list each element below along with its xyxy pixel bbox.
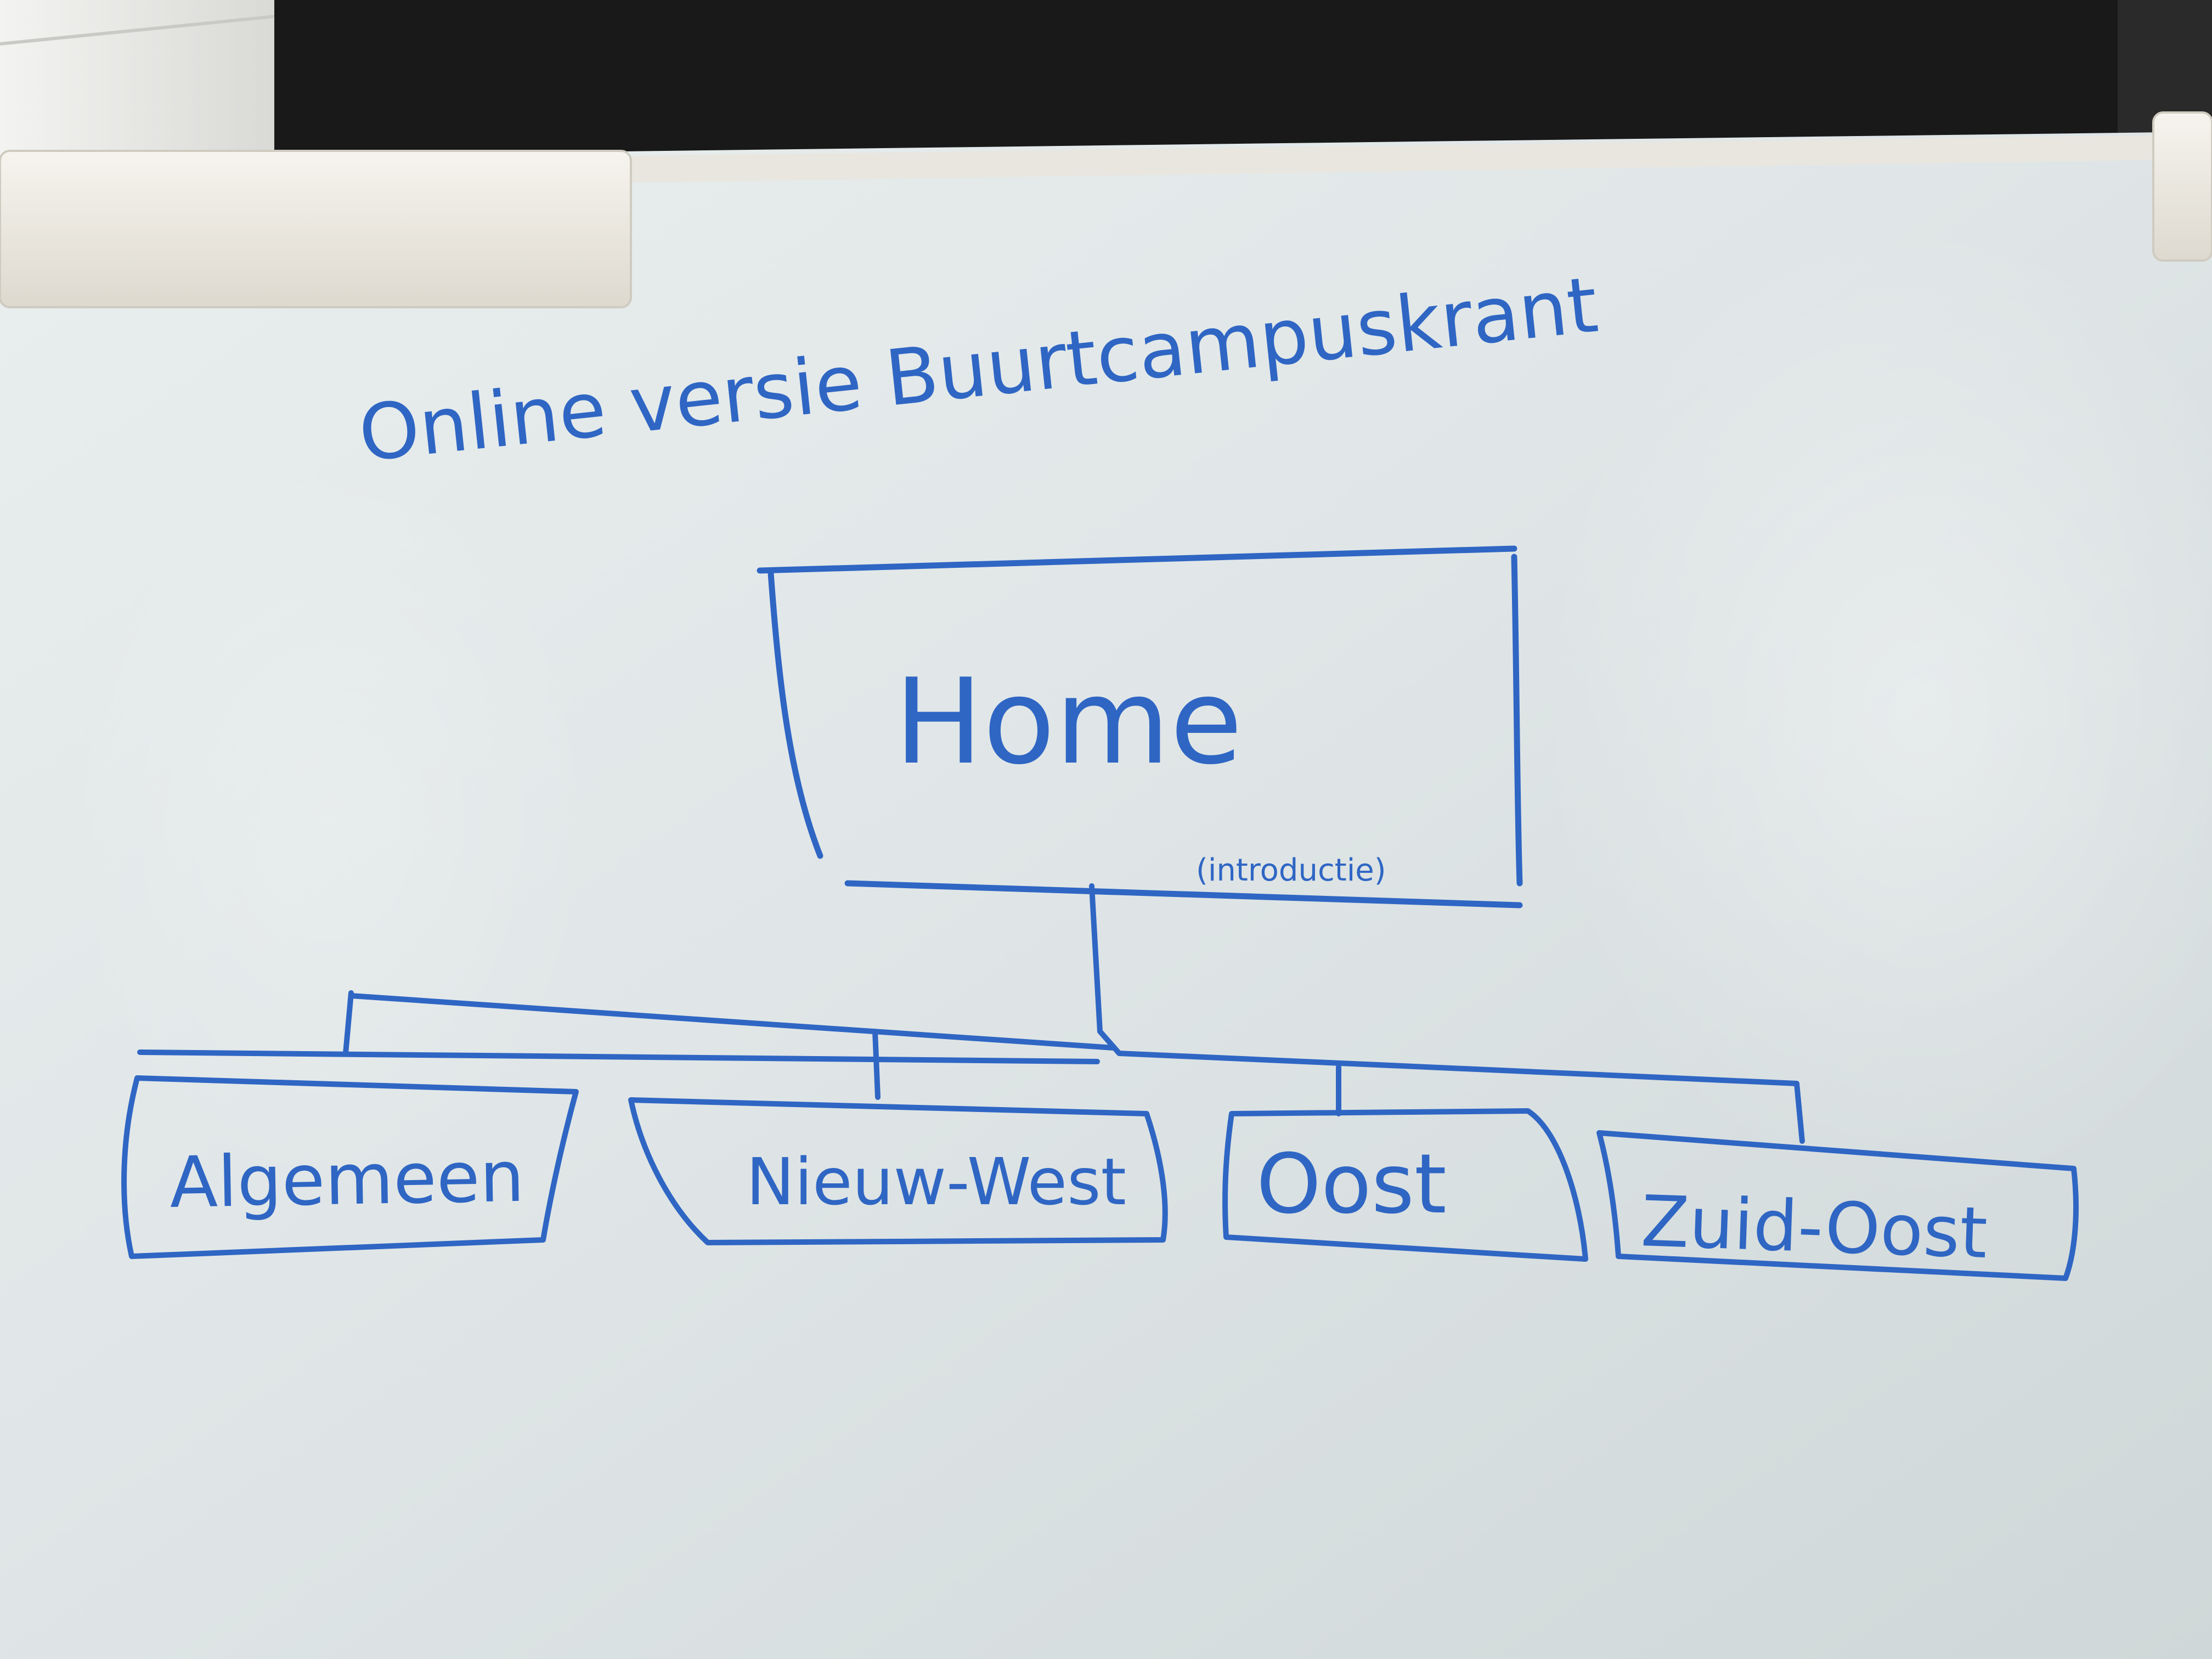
child-label-nieuw-west: Nieuw-West xyxy=(746,1144,1126,1220)
connector-drop-nieuw-west xyxy=(872,1029,881,1100)
light-reflection-left xyxy=(55,439,603,1207)
root-box-bottom xyxy=(844,880,1523,909)
child-label-zuid-oost: Zuid-Oost xyxy=(1640,1181,1989,1274)
root-note: (introductie) xyxy=(1196,853,1386,888)
root-label: Home xyxy=(894,653,1243,791)
root-box-top xyxy=(757,545,1517,574)
child-label-algemeen: Algemeen xyxy=(169,1136,525,1224)
child-box-nieuw-west xyxy=(628,1097,1168,1245)
connector-drop-zuid-oost xyxy=(1794,1081,1805,1144)
marker-tray-right xyxy=(2152,111,2212,262)
child-box-oost xyxy=(1222,1108,1588,1262)
connector-bar-left xyxy=(348,993,1116,1051)
connector-trunk xyxy=(1089,883,1103,1034)
child-box-algemeen xyxy=(121,1075,579,1259)
marker-tray-left xyxy=(0,150,632,308)
connector-bar-lower xyxy=(137,1049,1100,1064)
connector-bar-right xyxy=(1097,1029,1799,1086)
tree-connectors xyxy=(137,883,1805,1144)
ceiling-panel xyxy=(0,0,274,165)
child-label-oost: Oost xyxy=(1256,1137,1447,1232)
root-box-right xyxy=(1511,554,1523,887)
connector-drop-algemeen xyxy=(343,990,354,1056)
root-node xyxy=(757,545,1523,909)
light-reflection xyxy=(1536,219,2212,1207)
root-box-left xyxy=(768,570,823,859)
child-box-zuid-oost xyxy=(1596,1130,2079,1281)
ceiling-seam xyxy=(0,15,275,46)
